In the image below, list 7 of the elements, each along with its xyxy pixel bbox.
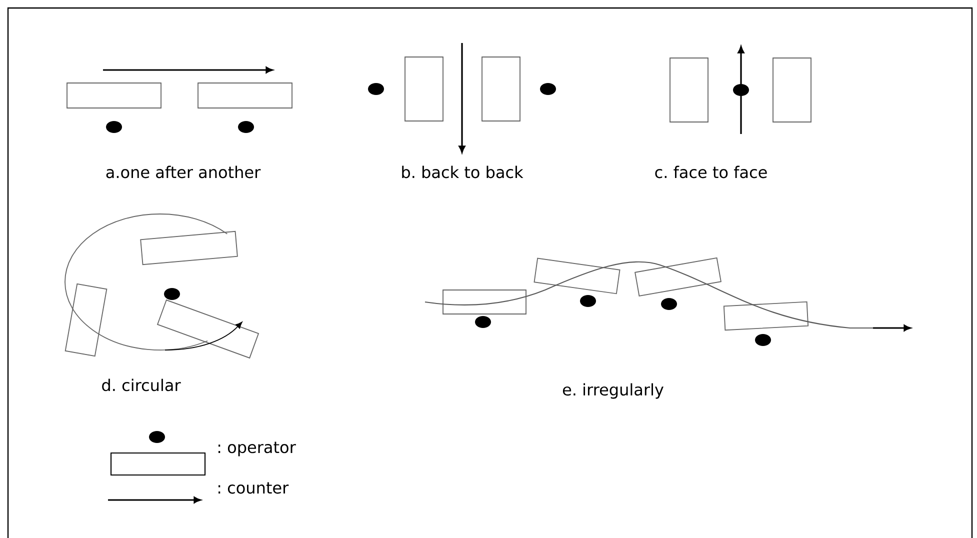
legend-text: : operator	[218, 442, 296, 456]
caption: a.one after another	[106, 166, 261, 178]
caption: d. circular	[102, 378, 181, 392]
caption: b. back to back	[402, 166, 524, 178]
legend-text: : counter	[218, 482, 289, 494]
caption: e. irregularly	[562, 383, 664, 399]
caption: c. face to face	[655, 166, 767, 178]
